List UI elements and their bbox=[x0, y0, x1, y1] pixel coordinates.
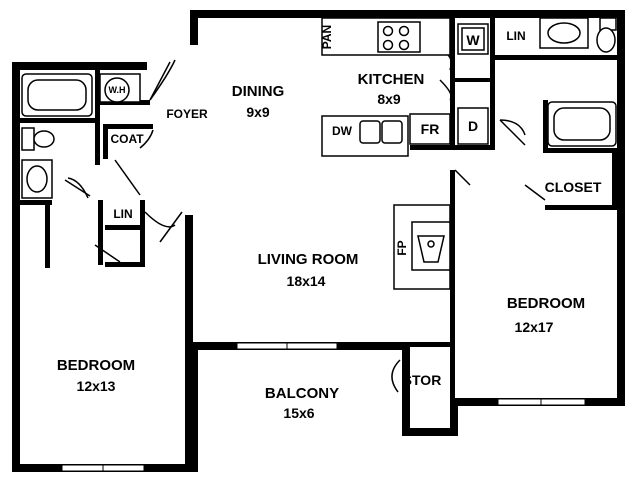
closet-label: CLOSET bbox=[545, 179, 602, 195]
balcony-label: BALCONY bbox=[265, 385, 339, 402]
bedroom-left-label: BEDROOM bbox=[57, 357, 135, 374]
foyer-label: FOYER bbox=[166, 107, 208, 121]
fixtures bbox=[21, 17, 617, 290]
storage-label: STOR bbox=[403, 372, 442, 388]
kitchen-label: KITCHEN bbox=[358, 71, 425, 88]
dining-label: DINING bbox=[232, 83, 285, 100]
room-labels: DINING 9x9 KITCHEN 8x9 LIVING ROOM 18x14… bbox=[57, 71, 585, 421]
linen-right-label: LIN bbox=[506, 29, 525, 43]
fixture-labels: FOYER COAT W.H LIN LIN PAN W D FR DW CLO… bbox=[109, 25, 602, 388]
bedroom-right-dims: 12x17 bbox=[515, 319, 554, 335]
linen-left-label: LIN bbox=[113, 207, 132, 221]
bedroom-right-label: BEDROOM bbox=[507, 295, 585, 312]
fireplace-label: FP bbox=[395, 240, 409, 255]
washer-label: W bbox=[466, 32, 480, 48]
door-swings bbox=[64, 49, 546, 393]
bedroom-left-dims: 12x13 bbox=[77, 378, 116, 394]
coat-label: COAT bbox=[110, 132, 144, 146]
dining-dims: 9x9 bbox=[246, 104, 270, 120]
windows bbox=[61, 342, 586, 472]
fridge-label: FR bbox=[421, 121, 440, 137]
pantry-label: PAN bbox=[320, 25, 334, 49]
balcony-dims: 15x6 bbox=[283, 405, 314, 421]
dishwasher-label: DW bbox=[332, 124, 353, 138]
living-dims: 18x14 bbox=[287, 273, 326, 289]
water-heater-label: W.H bbox=[109, 85, 126, 95]
dryer-label: D bbox=[468, 118, 478, 134]
living-label: LIVING ROOM bbox=[258, 251, 359, 268]
kitchen-dims: 8x9 bbox=[377, 91, 401, 107]
